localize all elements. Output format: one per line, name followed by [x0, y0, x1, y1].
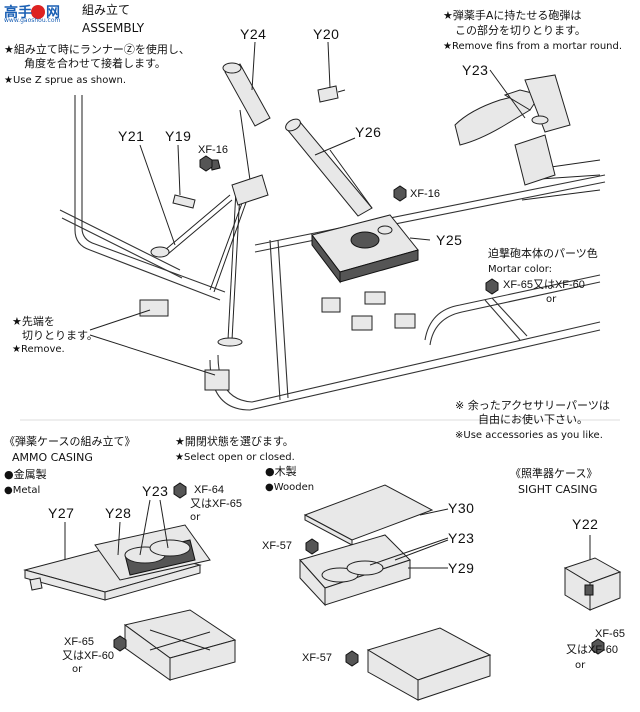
remove-note-en: ★Remove.	[12, 344, 65, 355]
accessory-note-en: ※Use accessories as you like.	[455, 430, 603, 441]
site-logo: 高手 网 www.gaoshou.com	[2, 2, 78, 28]
sight-casing-art	[563, 535, 622, 655]
wooden-label-en: ●Wooden	[265, 482, 315, 493]
paint-markers-upper	[199, 155, 499, 295]
metal-label-jp: ●金属製	[4, 468, 47, 481]
part-label-y21: Y21	[118, 128, 145, 144]
remove-note-jp-1: ★先端を	[12, 315, 55, 328]
assembly-header-jp: 組み立て	[82, 3, 131, 17]
sprue-note-en: ★Use Z sprue as shown.	[4, 75, 127, 86]
part-label-y19: Y19	[165, 128, 192, 144]
part-label-y26: Y26	[355, 124, 382, 140]
mortar-color-value: XF-65又はXF-60	[503, 279, 585, 291]
bipod	[150, 62, 271, 347]
ammo-header-jp: 《弾薬ケースの組み立て》	[4, 435, 136, 448]
metal-ammo-case	[23, 482, 237, 681]
sight-header-jp: 《照準器ケース》	[510, 467, 598, 480]
accessory-note-jp-1: ※ 余ったアクセサリーパーツは	[455, 399, 610, 412]
paint-code-sight: XF-65	[595, 628, 625, 640]
wooden-ammo-case	[299, 484, 492, 701]
round-note-jp-1: ★弾薬手Aに持たせる砲弾は	[443, 9, 582, 22]
assembly-header-en: ASSEMBLY	[82, 21, 145, 35]
leader-lines-upper	[89, 41, 431, 376]
logo-emblem: 高手 网	[2, 2, 78, 28]
paint-code-xf16-bipod: XF-16	[198, 144, 228, 156]
metal-label-en: ●Metal	[4, 485, 41, 496]
remove-note-jp-2: 切りとります。	[22, 329, 98, 342]
paint-code-xf16-tube: XF-16	[410, 188, 440, 200]
paint-code-xf64-alt: 又はXF-65	[190, 498, 242, 510]
sprue-frame	[59, 95, 606, 411]
logo-url: www.gaoshou.com	[4, 17, 61, 24]
part-label-y20: Y20	[313, 26, 340, 42]
paint-code-sight-or: or	[575, 660, 586, 671]
paint-code-metal-case-alt: 又はXF-60	[62, 650, 114, 662]
part-y20-art	[317, 85, 346, 103]
leader-lines-lower-middle	[369, 508, 449, 569]
part-label-y29: Y29	[448, 560, 475, 576]
part-label-y23-round: Y23	[462, 62, 489, 78]
open-closed-note-jp: ★開閉状態を選びます。	[175, 435, 294, 448]
mortar-round-illustration	[454, 69, 601, 201]
part-label-y25: Y25	[436, 232, 463, 248]
open-closed-note-en: ★Select open or closed.	[175, 452, 295, 463]
round-note-jp-2: この部分を切りとります。	[455, 24, 586, 37]
paint-code-xf57-open: XF-57	[262, 540, 292, 552]
part-label-y24: Y24	[240, 26, 267, 42]
leader-lines-lower-left	[64, 499, 169, 560]
mortar-color-en: Mortar color:	[488, 264, 553, 275]
mortar-tube	[285, 118, 373, 217]
mortar-color-or: or	[546, 294, 557, 305]
part-label-y22: Y22	[572, 516, 599, 532]
sprue-note-jp-2: 角度を合わせて接着します。	[24, 57, 166, 70]
paint-code-metal-case-or: or	[72, 664, 83, 675]
sprue-note-jp-1: ★組み立て時にランナーⓏを使用し、	[4, 43, 190, 56]
paint-code-xf64-or: or	[190, 512, 201, 523]
wooden-label-jp: ●木製	[265, 465, 297, 478]
svg-text:高手: 高手	[4, 4, 32, 21]
sight-header-en: SIGHT CASING	[518, 483, 598, 496]
paint-code-sight-alt: 又はXF-60	[566, 644, 618, 656]
part-label-y23-wooden: Y23	[448, 530, 475, 546]
part-label-y27: Y27	[48, 505, 75, 521]
mortar-color-jp: 迫撃砲本体のパーツ色	[488, 247, 598, 260]
svg-text:网: 网	[46, 5, 60, 21]
paint-code-metal-case: XF-65	[64, 636, 94, 648]
part-label-y23-metal: Y23	[142, 483, 169, 499]
paint-code-xf64: XF-64	[194, 484, 224, 496]
ammo-header-en: AMMO CASING	[12, 451, 93, 464]
paint-code-xf57-closed: XF-57	[302, 652, 332, 664]
base-plate	[311, 214, 419, 284]
accessory-note-jp-2: 自由にお使い下さい。	[478, 413, 588, 426]
part-label-y30: Y30	[448, 500, 475, 516]
round-note-en: ★Remove fins from a mortar round.	[443, 41, 623, 52]
part-label-y28: Y28	[105, 505, 132, 521]
